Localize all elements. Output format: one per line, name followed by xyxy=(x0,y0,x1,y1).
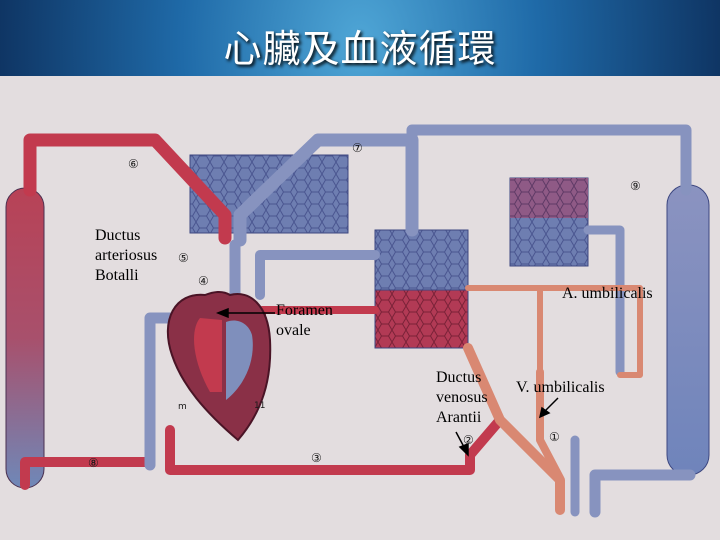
label-a-umbilicalis: A. umbilicalis xyxy=(562,285,653,302)
label-foramen-ovale: Foramen ovale xyxy=(276,302,333,339)
heart xyxy=(166,291,272,442)
circulation-diagram: ① ② ③ ④ ⑤ ⑥ ⑦ ⑧ ⑨ 11 m xyxy=(5,124,710,518)
pulmonary-trunk xyxy=(255,250,380,300)
figure-text-m: m xyxy=(178,402,187,412)
top-venous-loop xyxy=(406,124,692,196)
capillary-beds xyxy=(5,154,710,489)
a-umbilicalis-vessel xyxy=(465,285,643,378)
upper-venous-return xyxy=(233,133,419,247)
v-umbilicalis-vessel xyxy=(536,368,564,482)
right-limb-bed xyxy=(666,184,710,476)
right-lower-venous-loop xyxy=(589,469,696,518)
foramen-ovale-pointer-head xyxy=(215,307,229,319)
heart-left-chamber xyxy=(226,320,253,400)
left-limb-bed xyxy=(5,187,45,489)
marker-1: ① xyxy=(549,430,560,444)
label-ductus-arteriosus: Ductus arteriosus Botalli xyxy=(95,227,158,284)
marker-7: ⑦ xyxy=(352,141,363,155)
marker-4: ④ xyxy=(198,274,209,288)
lung-capillary-bed-lower xyxy=(374,289,469,349)
heart-right-chamber xyxy=(194,318,222,392)
ductus-venosus-vessel xyxy=(463,343,565,515)
marker-9: ⑨ xyxy=(630,179,641,193)
marker-6: ⑥ xyxy=(128,157,139,171)
liver-vein xyxy=(583,225,625,377)
figure-text-11: 11 xyxy=(254,401,265,411)
ductus-venosus-pointer-line xyxy=(455,431,465,448)
descending-aorta xyxy=(165,415,505,475)
marker-2: ② xyxy=(463,433,474,447)
liver-capillary-bed-top xyxy=(510,178,588,218)
numbered-markers: ① ② ③ ④ ⑤ ⑥ ⑦ ⑧ ⑨ 11 m xyxy=(88,141,641,470)
label-ductus-venosus: Ductus venosus Arantii xyxy=(436,369,488,426)
slide-title: 心臟及血液循環 xyxy=(223,27,497,71)
marker-5: ⑤ xyxy=(178,251,189,265)
v-umbilicalis-pointer-head xyxy=(538,406,551,419)
v-umbilicalis-pointer-line xyxy=(543,397,559,413)
marker-8: ⑧ xyxy=(88,456,99,470)
vessels xyxy=(20,124,696,518)
aortic-arch xyxy=(23,133,232,245)
left-lower-vein xyxy=(20,457,155,490)
label-v-umbilicalis: V. umbilicalis xyxy=(516,379,605,396)
label-pointers xyxy=(215,307,559,457)
ductus-venosus-pointer-head xyxy=(458,442,469,457)
marker-3: ③ xyxy=(311,451,322,465)
circulation-diagram-photo: ① ② ③ ④ ⑤ ⑥ ⑦ ⑧ ⑨ 11 m xyxy=(0,76,720,540)
